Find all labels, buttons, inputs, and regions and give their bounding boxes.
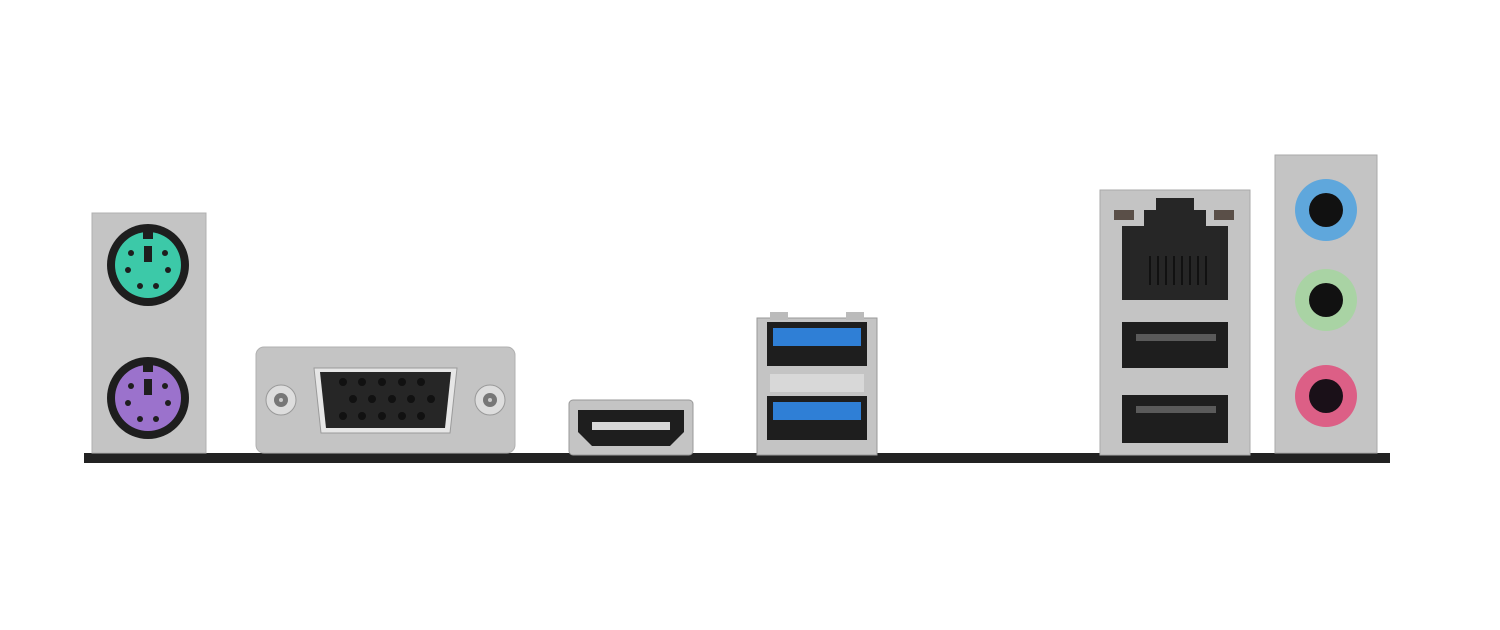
ps2-keyboard-port[interactable] <box>107 224 189 306</box>
io-base-bar <box>84 453 1390 463</box>
ps2-mouse-port[interactable] <box>107 357 189 439</box>
audio-panel <box>1274 154 1378 454</box>
audio-line-in-jack[interactable] <box>1295 179 1357 241</box>
audio-line-out-jack[interactable] <box>1295 269 1357 331</box>
lan-led-right-icon <box>1214 210 1234 220</box>
usb3-stack <box>756 312 878 456</box>
usb2-port-top[interactable] <box>1122 322 1228 368</box>
rj45-lan-port[interactable] <box>1122 198 1228 300</box>
hdmi-port[interactable] <box>568 399 694 456</box>
vga-panel <box>255 346 516 454</box>
ps2-panel <box>91 212 207 454</box>
lan-usb-panel <box>1099 189 1251 456</box>
vga-screw-right-icon <box>474 384 506 416</box>
usb3-port-top[interactable] <box>767 322 867 366</box>
vga-port[interactable] <box>313 367 458 434</box>
audio-mic-jack[interactable] <box>1295 365 1357 427</box>
usb2-port-bottom[interactable] <box>1122 395 1228 443</box>
usb3-port-bottom[interactable] <box>767 396 867 440</box>
lan-led-left-icon <box>1114 210 1134 220</box>
vga-screw-left-icon <box>265 384 297 416</box>
